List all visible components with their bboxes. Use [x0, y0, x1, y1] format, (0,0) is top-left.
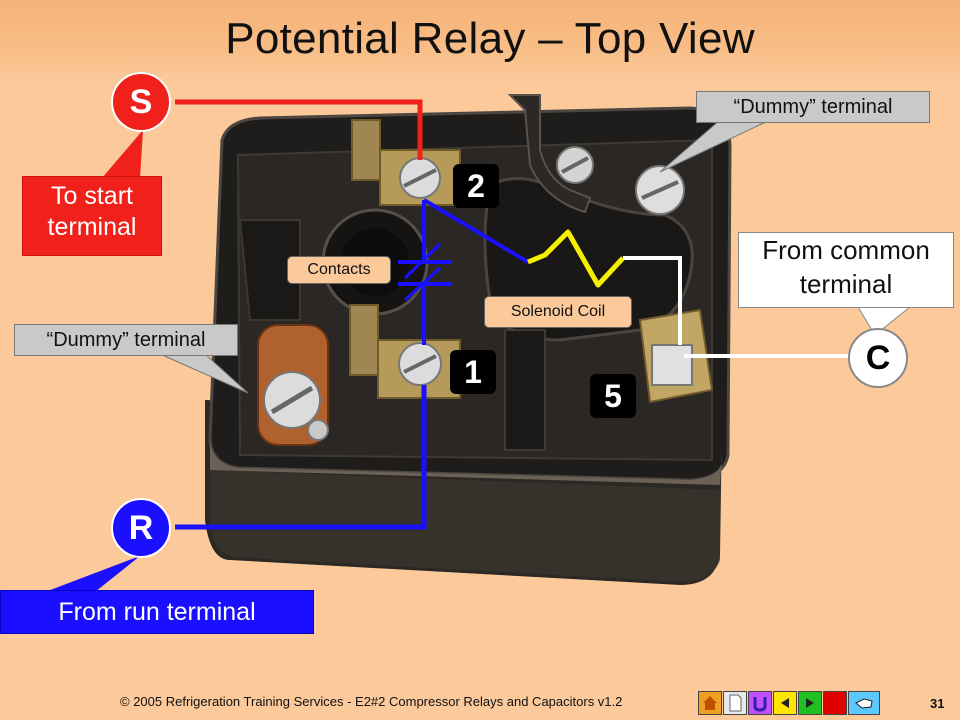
- document-icon[interactable]: [723, 691, 747, 715]
- from-common-callout: From common terminal: [738, 232, 954, 308]
- solenoid-coil-zigzag: [527, 229, 625, 288]
- left-bracket: [238, 219, 301, 321]
- from-run-callout: From run terminal: [0, 590, 314, 634]
- terminal-number-5: 5: [590, 374, 636, 418]
- terminal-5-post: [651, 344, 693, 386]
- dummy-left-callout: “Dummy” terminal: [14, 324, 238, 356]
- contacts-label: Contacts: [287, 256, 391, 284]
- dummy-top-callout: “Dummy” terminal: [696, 91, 930, 123]
- common-wire: [623, 256, 682, 345]
- coil-feed-wire: [422, 198, 530, 264]
- start-wire: [175, 99, 423, 160]
- screw-terminal-1: [398, 342, 442, 386]
- relay-highlight: [210, 440, 723, 485]
- terminal-number-1: 1: [450, 350, 496, 394]
- home-icon[interactable]: [698, 691, 722, 715]
- terminal-s-circle: S: [111, 72, 171, 132]
- contact-slash-1: [403, 242, 442, 280]
- title-band: [0, 0, 960, 80]
- screw-dummy-top-1: [556, 146, 594, 184]
- from-run-pointer: [45, 556, 140, 592]
- page-number: 31: [930, 696, 945, 711]
- terminal-number-2: 2: [453, 164, 499, 208]
- screw-dummy-top-2: [635, 165, 685, 215]
- terminal-2-tab: [351, 119, 381, 181]
- screw-dummy-left: [263, 371, 329, 441]
- terminal-c-circle: C: [848, 328, 908, 388]
- run-wire: [175, 385, 427, 530]
- terminal-r-circle: R: [111, 498, 171, 558]
- relay-body-lower-shade: [210, 470, 720, 582]
- solenoid-coil-label: Solenoid Coil: [484, 296, 632, 328]
- slide-title: Potential Relay – Top View: [225, 14, 755, 63]
- end-icon[interactable]: [823, 691, 847, 715]
- terminal-1-tab: [349, 304, 379, 376]
- spring-clip: [507, 94, 592, 214]
- hand-pointer-icon[interactable]: [848, 691, 880, 715]
- screw-terminal-2: [399, 157, 441, 199]
- to-start-pointer: [102, 130, 143, 178]
- next-icon[interactable]: [798, 691, 822, 715]
- center-rib: [504, 329, 546, 451]
- previous-icon[interactable]: [773, 691, 797, 715]
- contact-slash-2: [403, 266, 442, 302]
- return-icon[interactable]: [748, 691, 772, 715]
- to-start-callout: To start terminal: [22, 176, 162, 256]
- footer-copyright: © 2005 Refrigeration Training Services -…: [120, 694, 623, 709]
